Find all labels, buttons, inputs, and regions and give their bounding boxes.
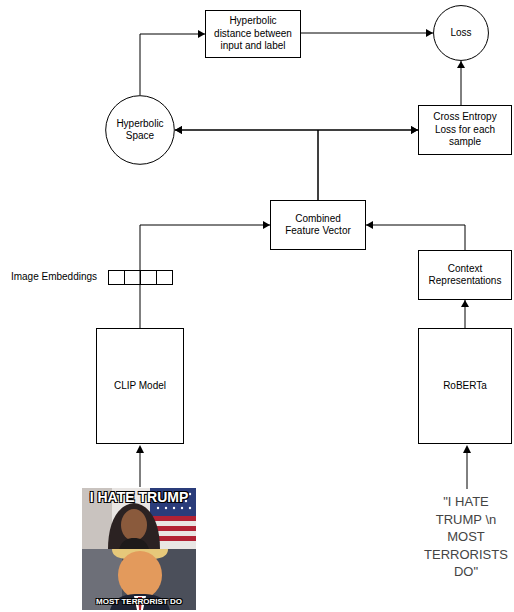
node-text: Loss: [444, 27, 477, 40]
model-box: RoBERTa: [418, 328, 512, 444]
node-text: Cross Entropy Loss for each sample: [419, 111, 511, 149]
input-text: "I HATE TRUMP \n MOST TERRORISTS DO": [420, 493, 512, 581]
connector: [175, 126, 318, 200]
connector: [318, 126, 418, 200]
node-text: Combined Feature Vector: [271, 213, 365, 238]
node-text: Context Representations: [419, 263, 511, 288]
connector: [301, 29, 433, 37]
meme-image: [82, 488, 196, 610]
part-label: Image Embeddings: [4, 271, 104, 282]
space-circle: Hyperbolic Space: [105, 95, 175, 165]
node-text: RoBERTa: [437, 380, 493, 393]
connector: [140, 30, 205, 95]
meme-caption: MOST TERRORIST DO: [82, 597, 196, 606]
connector: [140, 221, 270, 328]
node-text: CLIP Model: [108, 380, 172, 393]
process-box: Cross Entropy Loss for each sample: [418, 105, 512, 155]
meme-caption: I HATE TRUMP: [82, 489, 196, 505]
connector: [366, 221, 465, 250]
loss-circle: Loss: [433, 5, 489, 61]
model-box: CLIP Model: [96, 328, 184, 444]
connector: [457, 61, 465, 105]
input-arrows: [136, 445, 471, 489]
process-box: Combined Feature Vector: [270, 200, 366, 250]
process-box: Context Representations: [418, 250, 512, 300]
connector: [461, 300, 469, 328]
process-box: Hyperbolic distance between input and la…: [205, 10, 301, 58]
node-text: Hyperbolic distance between input and la…: [206, 15, 300, 53]
node-text: Hyperbolic Space: [105, 118, 175, 143]
